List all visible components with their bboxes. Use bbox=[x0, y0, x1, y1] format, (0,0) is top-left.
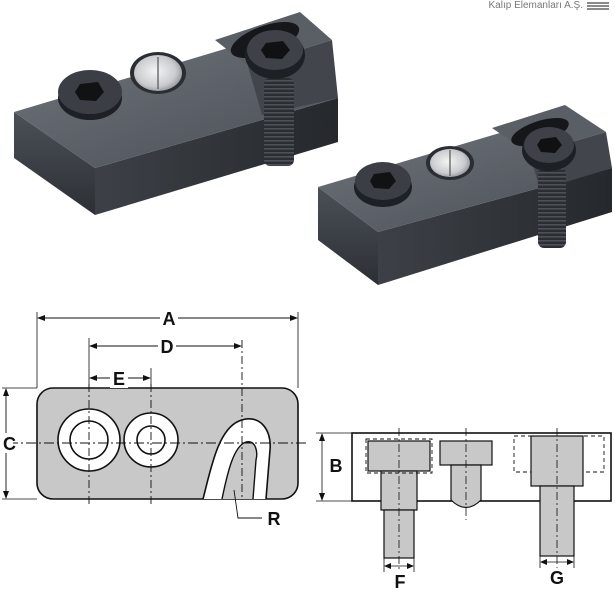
dim-label-g: G bbox=[550, 568, 564, 588]
dim-label-c: C bbox=[3, 434, 16, 454]
top-view-drawing bbox=[2, 312, 306, 519]
company-header: Kalıp Elemanları A.Ş. bbox=[488, 0, 609, 11]
dim-label-r: R bbox=[268, 509, 281, 529]
product-photo-small bbox=[318, 105, 612, 285]
dim-label-a: A bbox=[163, 309, 176, 329]
dim-label-f: F bbox=[395, 572, 406, 592]
company-name: Kalıp Elemanları A.Ş. bbox=[488, 0, 584, 11]
section-view-drawing bbox=[316, 428, 612, 572]
company-logo-icon bbox=[587, 2, 609, 11]
dim-label-b: B bbox=[330, 456, 343, 476]
dim-label-e: E bbox=[113, 369, 125, 389]
dimension-labels: A D E C R B F G bbox=[0, 308, 564, 592]
dim-label-d: D bbox=[161, 337, 174, 357]
product-photo-large bbox=[14, 12, 338, 215]
